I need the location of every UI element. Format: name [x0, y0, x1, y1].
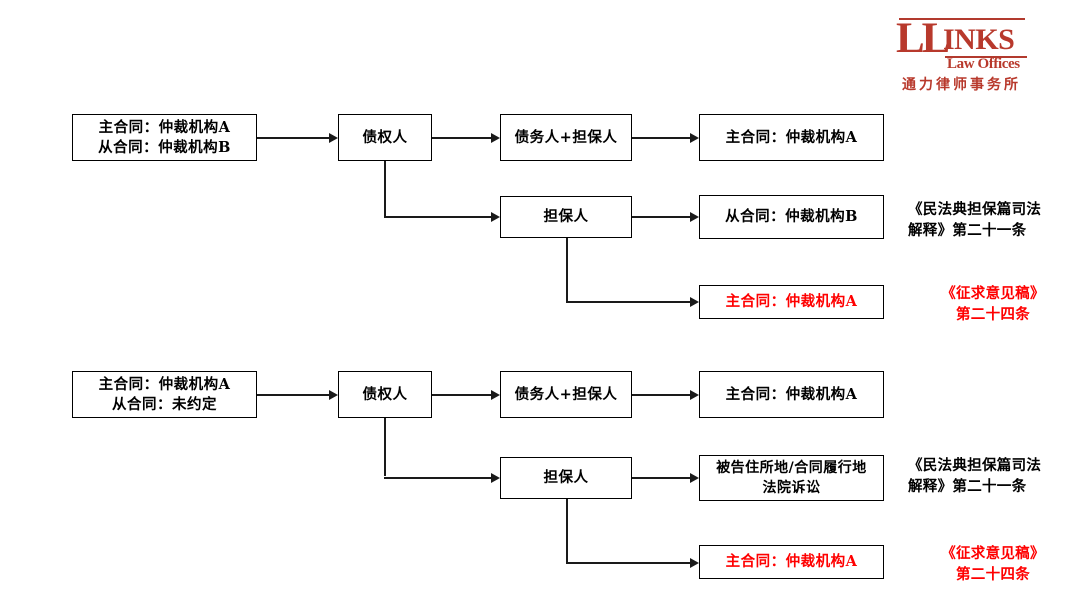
connector-s1-debtor-to-outcome [632, 137, 690, 139]
connector-s1-guarantor-to-outcome [632, 216, 690, 218]
scenario-1-outcome-guarantor-box: 从合同：仲裁机构B [699, 195, 884, 239]
connector-s1-guarantor-to-red-outcome [566, 301, 690, 303]
arrowhead-s1-guarantor-to-red-outcome [690, 297, 699, 307]
connector-s2-guarantor-drop [566, 499, 568, 563]
scenario-2-outcome-debtor-box: 主合同：仲裁机构A [699, 371, 884, 418]
connector-s1-source-to-creditor [257, 137, 329, 139]
scenario-2-annotation-statute: 《民法典担保篇司法 解释》第二十一条 [908, 457, 1042, 495]
scenario-1-source-box: 主合同：仲裁机构A 从合同：仲裁机构B [72, 114, 257, 161]
connector-s2-guarantor-to-red-outcome [566, 562, 690, 564]
scenario-1-outcome-debtor-box: 主合同：仲裁机构A [699, 114, 884, 161]
logo-tagline-cn: 通力律师事务所 [902, 77, 1021, 93]
scenario-1-guarantor-box: 担保人 [500, 196, 632, 238]
logo-ll-mark: LL [896, 15, 950, 62]
scenario-2-outcome-court-box: 被告住所地/合同履行地 法院诉讼 [699, 455, 884, 501]
links-law-offices-logo: LL INKS Law Offices 通力律师事务所 [895, 15, 1035, 93]
scenario-2-source-box: 主合同：仲裁机构A 从合同：未约定 [72, 371, 257, 418]
connector-s1-guarantor-drop [566, 238, 568, 302]
arrowhead-s2-guarantor-to-outcome [690, 473, 699, 483]
arrowhead-s2-source-to-creditor [329, 390, 338, 400]
arrowhead-s2-creditor-to-guarantor [491, 473, 500, 483]
scenario-2-debtor-guarantor-box: 债务人+担保人 [500, 371, 632, 418]
connector-s1-creditor-drop [384, 161, 386, 217]
scenario-2-annotation-draft: 《征求意见稿》 第二十四条 [941, 545, 1045, 583]
scenario-1-annotation-draft: 《征求意见稿》 第二十四条 [941, 285, 1045, 323]
connector-s2-creditor-to-guarantor [384, 477, 491, 479]
scenario-1-annotation-statute: 《民法典担保篇司法 解释》第二十一条 [908, 201, 1042, 239]
arrowhead-s2-creditor-to-debtor [491, 390, 500, 400]
scenario-1-outcome-draft-box: 主合同：仲裁机构A [699, 285, 884, 319]
connector-s2-guarantor-to-outcome [632, 477, 690, 479]
connector-s2-creditor-drop [384, 418, 386, 476]
scenario-2-outcome-draft-box: 主合同：仲裁机构A [699, 545, 884, 579]
connector-s1-creditor-to-guarantor [384, 216, 491, 218]
connector-s2-creditor-to-debtor [432, 394, 491, 396]
scenario-1-debtor-guarantor-box: 债务人+担保人 [500, 114, 632, 161]
logo-tagline-en: Law Offices [947, 56, 1020, 72]
arrowhead-s1-debtor-to-outcome [690, 133, 699, 143]
logo-inks-mark: INKS [943, 23, 1015, 56]
scenario-2-guarantor-box: 担保人 [500, 457, 632, 499]
arrowhead-s1-creditor-to-guarantor [491, 212, 500, 222]
arrowhead-s2-guarantor-to-red-outcome [690, 558, 699, 568]
logo-mid-rule [945, 56, 1027, 58]
arrowhead-s1-guarantor-to-outcome [690, 212, 699, 222]
arrowhead-s2-debtor-to-outcome [690, 390, 699, 400]
connector-s2-source-to-creditor [257, 394, 329, 396]
scenario-2-creditor-box: 债权人 [338, 371, 432, 418]
connector-s2-debtor-to-outcome [632, 394, 690, 396]
scenario-1-creditor-box: 债权人 [338, 114, 432, 161]
logo-top-rule [899, 18, 1025, 20]
arrowhead-s1-source-to-creditor [329, 133, 338, 143]
arrowhead-s1-creditor-to-debtor [491, 133, 500, 143]
connector-s1-creditor-to-debtor [432, 137, 491, 139]
